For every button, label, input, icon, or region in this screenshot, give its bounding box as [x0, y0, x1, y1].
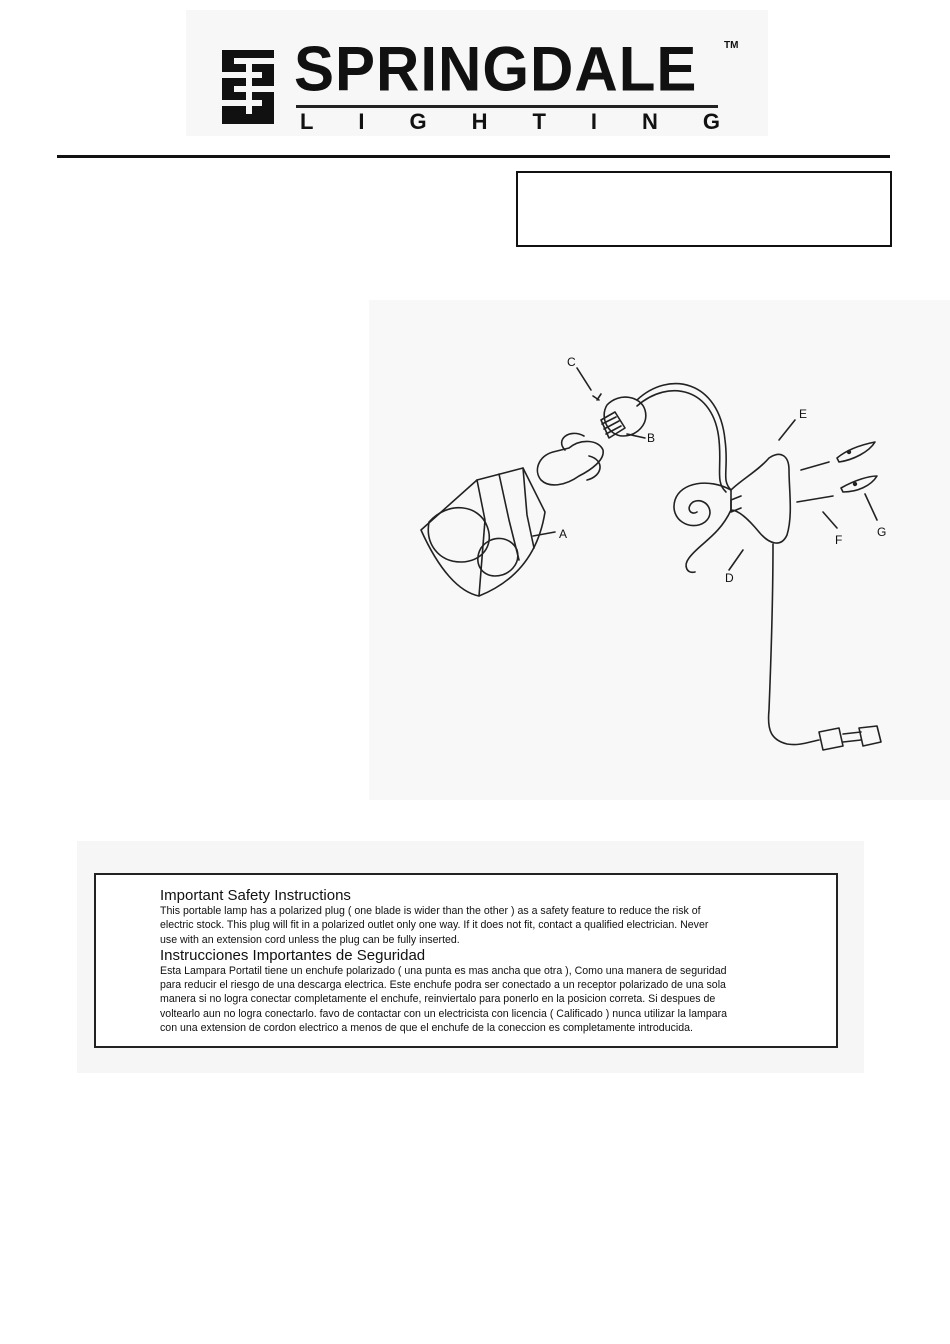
leader-b: [626, 433, 646, 439]
mounting-screws: [796, 461, 834, 503]
brand-name: SPRINGDALE: [294, 33, 698, 105]
socket-threads: [601, 416, 622, 435]
subtitle-letter: L: [300, 109, 314, 134]
socket-cup: [603, 396, 647, 437]
leader-d: [728, 549, 744, 571]
label-g: G: [877, 525, 886, 539]
power-cord: [767, 543, 820, 746]
subtitle-letter: G: [702, 109, 720, 134]
subtitle-letter: H: [471, 109, 488, 134]
header-divider: [57, 155, 890, 158]
leader-e: [778, 419, 796, 441]
leader-g: [864, 493, 878, 521]
brand-subtitle: L I G H T I N G: [300, 110, 720, 134]
english-line: use with an extension cord unless the pl…: [160, 933, 460, 946]
scroll-ornament: [673, 482, 732, 527]
label-c: C: [567, 355, 576, 369]
assembly-diagram: C B A E F G D: [369, 300, 950, 800]
label-d: D: [725, 571, 734, 585]
wall-anchor: [840, 475, 878, 493]
lower-hook: [685, 509, 732, 574]
anchor-hole: [846, 449, 852, 455]
wall-backplate: [730, 453, 792, 544]
outlet-adapter: [858, 725, 882, 747]
wall-anchor: [836, 441, 876, 463]
label-b: B: [647, 431, 655, 445]
spanish-line: voltearlo aun no logra conectarlo. favo …: [160, 1007, 728, 1020]
label-f: F: [835, 533, 842, 547]
spanish-heading: Instrucciones Importantes de Seguridad: [160, 946, 426, 964]
shade-leaf-pattern: [427, 507, 490, 563]
label-e: E: [799, 407, 807, 421]
glass-shade: [420, 467, 546, 597]
subtitle-letter: I: [590, 109, 598, 134]
spanish-line: Esta Lampara Portatil tiene un enchufe p…: [160, 964, 727, 977]
trademark-mark: TM: [724, 40, 739, 51]
subtitle-letter: I: [358, 109, 365, 134]
safety-text: Important Safety Instructions This porta…: [160, 887, 800, 1035]
lamp-arm: [636, 382, 732, 491]
lamp-arm-inner: [636, 390, 727, 493]
shade-panels: [476, 467, 535, 597]
leader-f: [822, 511, 838, 529]
english-line: This portable lamp has a polarized plug …: [160, 905, 701, 917]
anchor-hole: [852, 481, 858, 487]
english-heading: Important Safety Instructions: [160, 887, 351, 904]
springdale-monogram-icon: [222, 50, 274, 124]
spanish-line: para reducir el riesgo de una descarga e…: [160, 979, 726, 992]
english-line: electric stock. This plug will fit in a …: [160, 919, 709, 932]
rotation-arrow-upper: [560, 432, 585, 451]
power-plug: [818, 727, 844, 751]
subtitle-letter: T: [532, 109, 546, 134]
brand-logo: SPRINGDALE TM L I G H T I N G: [186, 10, 768, 136]
lamp-exploded-view: C B A E F G D: [420, 355, 886, 751]
plug-blades: [842, 731, 862, 743]
spanish-line: con una extension de cordon electrico a …: [160, 1022, 693, 1035]
subtitle-letter: G: [409, 109, 427, 134]
finial-c: [592, 393, 602, 401]
logo-divider: [296, 105, 718, 108]
leader-c: [576, 367, 592, 391]
model-info-box: [516, 171, 892, 247]
label-a: A: [559, 527, 567, 541]
backplate-collar: [730, 495, 742, 513]
light-bulb: [536, 440, 604, 486]
lamp-socket: [600, 411, 626, 439]
safety-instructions-box: Important Safety Instructions This porta…: [94, 873, 838, 1048]
leader-a: [532, 531, 556, 537]
rotation-arrow-lower: [586, 455, 601, 481]
subtitle-letter: N: [641, 109, 658, 134]
shade-flower-pattern: [477, 537, 519, 577]
spanish-line: manera si no logra conectar completament…: [160, 993, 716, 1006]
